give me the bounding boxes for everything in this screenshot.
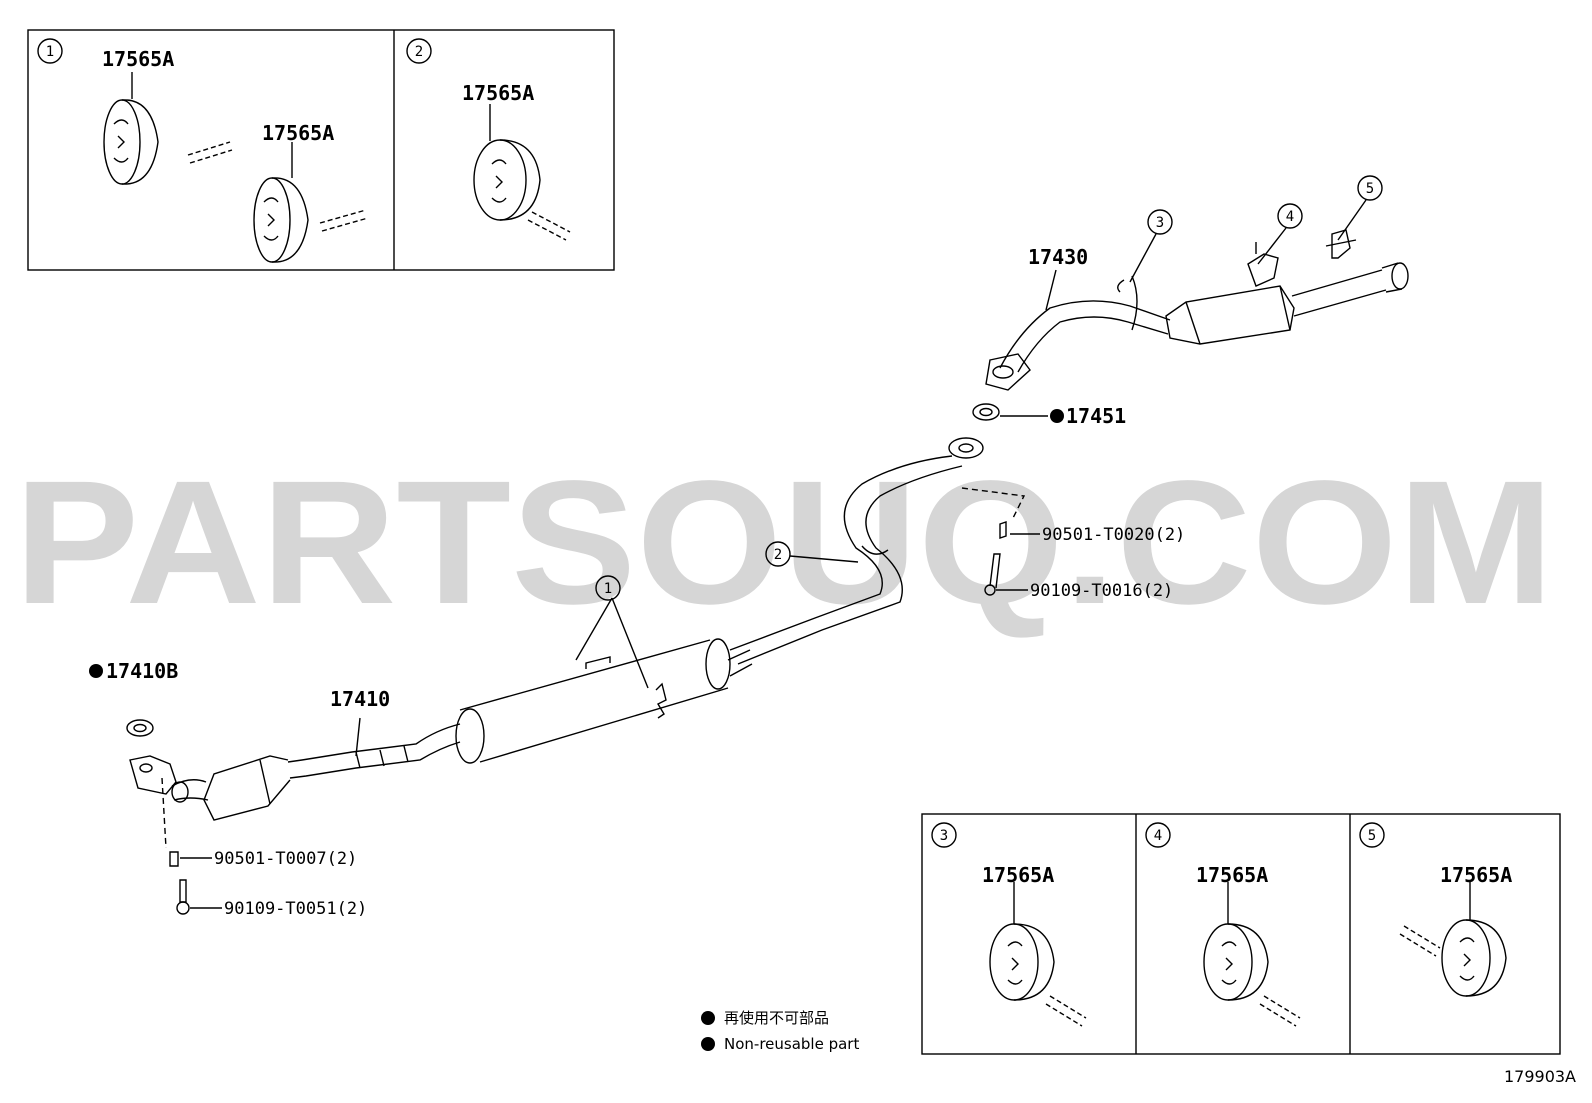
- legend-line-1: 再使用不可部品: [724, 1009, 829, 1027]
- non-reusable-dot: [1050, 409, 1064, 423]
- label-nut-front: 90501-T0007(2): [214, 849, 357, 869]
- label-nut-rear: 90501-T0020(2): [1042, 525, 1185, 545]
- hanger-clip-5: [1325, 229, 1357, 259]
- inset-1-part-a: 17565A: [102, 47, 174, 71]
- hanger-icon: [473, 104, 541, 221]
- leader-line: [611, 597, 649, 689]
- hanger-rod-icon: [1399, 925, 1441, 957]
- leader-line: [789, 555, 859, 563]
- center-pipe: [729, 437, 984, 665]
- leader-line: [1045, 269, 1057, 311]
- hanger-icon: [989, 882, 1055, 1001]
- inset-3-part: 17565A: [982, 863, 1054, 887]
- label-gasket-rear: 17451: [1066, 404, 1126, 428]
- callout-1-circle: [595, 575, 621, 601]
- main-muffler: [455, 638, 753, 764]
- inset-box-1-2: [27, 29, 615, 271]
- hanger-icon: [253, 142, 309, 263]
- inset-1-number: 1: [46, 44, 54, 60]
- inset-5-part: 17565A: [1440, 863, 1512, 887]
- inset-1-part-b: 17565A: [262, 121, 334, 145]
- hanger-rod-icon: [319, 209, 369, 232]
- hanger-rod-icon: [187, 141, 233, 164]
- inset-4-circle: [1145, 822, 1171, 848]
- label-bolt-rear: 90109-T0016(2): [1030, 581, 1173, 601]
- hanger-clip-3: [1117, 275, 1138, 331]
- inset-1-circle: [37, 38, 63, 64]
- nut-icon: [999, 521, 1007, 539]
- leader-line: [575, 597, 613, 661]
- callout-3-number: 3: [1156, 215, 1164, 231]
- nut-icon: [169, 851, 179, 867]
- callout-4-number: 4: [1286, 209, 1294, 225]
- callout-2-number: 2: [774, 547, 782, 563]
- label-bolt-front: 90109-T0051(2): [224, 899, 367, 919]
- hanger-clip-4: [1247, 242, 1279, 287]
- front-pipe-17410: [129, 723, 461, 821]
- gasket-17410b: [126, 719, 154, 737]
- leader-line: [1257, 227, 1287, 265]
- inset-5-number: 5: [1368, 828, 1376, 844]
- hanger-icon: [1441, 882, 1507, 997]
- bolt-icon: [989, 553, 1001, 589]
- bolt-icon: [179, 879, 187, 903]
- inset-3-number: 3: [940, 828, 948, 844]
- legend-dot: [701, 1011, 715, 1025]
- tail-pipe-17430: [985, 262, 1409, 391]
- hanger-rod-icon: [527, 211, 571, 241]
- non-reusable-dot: [89, 664, 103, 678]
- callout-1-number: 1: [604, 581, 612, 597]
- figure-id: 179903A: [1504, 1067, 1576, 1086]
- hanger-rod-icon: [1259, 995, 1301, 1027]
- leader-line: [1337, 199, 1367, 241]
- inset-2-circle: [406, 38, 432, 64]
- label-tail-pipe: 17430: [1028, 245, 1088, 269]
- hanger-icon: [1203, 882, 1269, 1001]
- leader-line: [355, 717, 361, 757]
- hanger-rod-icon: [1045, 995, 1087, 1027]
- inset-3-circle: [931, 822, 957, 848]
- callout-2-circle: [765, 541, 791, 567]
- callout-3-circle: [1147, 209, 1173, 235]
- inset-4-part: 17565A: [1196, 863, 1268, 887]
- hanger-icon: [103, 72, 159, 185]
- inset-2-part: 17565A: [462, 81, 534, 105]
- leader-line: [1129, 233, 1157, 283]
- legend-dot: [701, 1037, 715, 1051]
- label-front-pipe: 17410: [330, 687, 390, 711]
- callout-5-circle: [1357, 175, 1383, 201]
- legend-line-2: Non-reusable part: [724, 1035, 859, 1053]
- gasket-17451: [972, 403, 1000, 421]
- callout-5-number: 5: [1366, 181, 1374, 197]
- leader-dashed: [161, 777, 167, 849]
- label-gasket-front: 17410B: [106, 659, 178, 683]
- inset-5-circle: [1359, 822, 1385, 848]
- callout-4-circle: [1277, 203, 1303, 229]
- inset-box-3-5: [921, 813, 1561, 1055]
- inset-4-number: 4: [1154, 828, 1162, 844]
- leader-dashed: [961, 487, 1026, 521]
- inset-2-number: 2: [415, 44, 423, 60]
